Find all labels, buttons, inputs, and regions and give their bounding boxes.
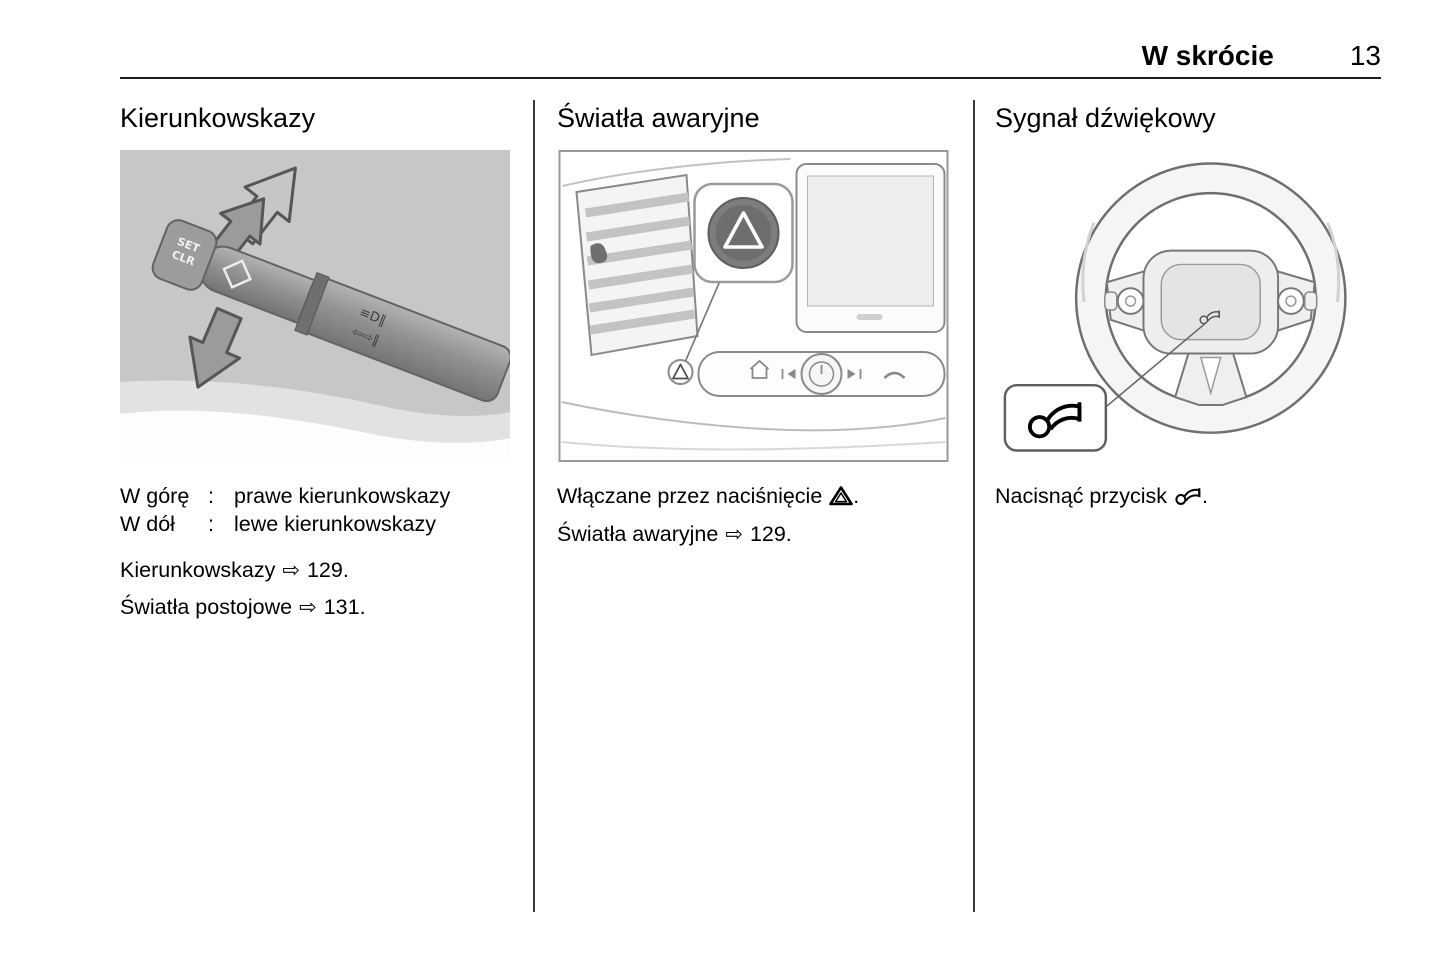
heading-horn: Sygnał dźwiękowy [995,103,1216,133]
horn-icon [1174,482,1202,510]
home-icon [749,359,770,379]
def-term: W dół [120,512,175,536]
callout-pointer-line [1105,323,1206,408]
horn-text: Nacisnąć przycisk. [995,482,1381,510]
column-horn: Sygnał dźwiękowy [995,100,1381,520]
hazard-console-illustration [558,150,949,462]
instruction-period: . [1202,484,1209,508]
hazard-instruction: Włączane przez naciśnięcie. [557,482,950,510]
column-turn-signals: Kierunkowskazy [120,100,510,630]
def-term: W górę [120,484,190,508]
control-button-row [697,351,946,397]
reference-line: Kierunkowskazy ⇨ 129. [120,556,510,585]
airbag-pad [1160,263,1261,341]
reference-lines: Kierunkowskazy ⇨ 129. Światła postojowe ⇨ 13… [120,556,510,622]
ref-page: 131. [323,595,366,619]
arrow-down-icon [188,306,243,389]
rim-shading-right [1326,222,1341,303]
spoke-switch-left [1104,291,1118,311]
def-colon: : [208,512,214,536]
horn-mark-on-pad [1199,310,1220,325]
column-hazard-lights: Światła awaryjne [557,100,950,557]
infotainment-screen [795,163,946,333]
def-colon: : [208,484,214,508]
page-number: 13 [1349,40,1381,71]
ref-label: Światła awaryjne [557,522,719,546]
rim-shading-left [1081,222,1096,303]
prev-track-triangle [787,369,796,379]
hazard-illustration-frame [557,150,950,462]
instruction-period: . [853,484,860,508]
dash-contour-1 [561,401,946,432]
dash-seam [562,158,791,187]
def-desc: prawe kierunkowskazy [234,484,451,508]
diamond-symbol-icon [222,259,253,289]
turn-signal-text: W górę : prawe kierunkowskazy W dół : le… [120,482,510,622]
definition-row: W górę : prawe kierunkowskazy [120,482,510,510]
phone-icon [883,371,906,379]
vent-clip [590,243,608,264]
reference-line: Światła postojowe ⇨ 131. [120,593,510,622]
steering-wheel-illustration [1003,162,1347,452]
hazard-text: Włączane przez naciśnięcie. Światła awar… [557,482,950,549]
air-vent [575,173,699,357]
ref-label: Kierunkowskazy [120,558,276,582]
spoke-bottom-notch [1199,356,1222,396]
page-ref-arrow-icon: ⇨ [282,559,300,582]
turn-signal-illustration-frame: SET CLR ≡D‖ ⇦⇨‖ [120,150,510,462]
ref-page: 129. [306,558,349,582]
horn-illustration-frame [995,150,1381,462]
hazard-triangle-icon [723,211,764,249]
definition-row: W dół : lewe kierunkowskazy [120,510,510,538]
ref-label: Światła postojowe [120,595,293,619]
horn-callout [1003,383,1108,452]
page-ref-arrow-icon: ⇨ [299,596,317,619]
ref-page: 129. [749,522,792,546]
spoke-button-left [1116,287,1145,315]
running-head: W skrócie 13 [1142,40,1381,72]
spoke-button-right [1277,287,1305,315]
dash-contour-white [120,410,510,462]
stalk-ring [294,271,330,336]
page-ref-arrow-icon: ⇨ [725,523,743,546]
horn-icon [1027,402,1082,439]
stalk-end-cap [151,219,218,291]
hazard-button-callout [693,182,794,284]
steering-wheel [1074,162,1347,434]
next-track-triangle [847,369,856,379]
column-divider-2 [973,100,975,912]
spoke-switch-right [1304,291,1318,311]
hazard-button [667,359,694,385]
header-rule [120,77,1381,79]
instruction-text: Nacisnąć przycisk [995,484,1168,508]
turn-signal-stalk-illustration: SET CLR ≡D‖ ⇦⇨‖ [120,150,510,462]
horn-instruction: Nacisnąć przycisk. [995,482,1381,510]
instruction-text: Włączane przez naciśnięcie [557,484,823,508]
section-title: W skrócie [1141,40,1274,71]
def-desc: lewe kierunkowskazy [234,512,436,536]
heading-turn-signals: Kierunkowskazy [120,103,316,133]
column-divider-1 [533,100,535,912]
reference-line: Światła awaryjne ⇨ 129. [557,520,950,549]
hazard-warning-icon [829,482,854,510]
callout-pointer-line [684,281,721,362]
heading-hazard-lights: Światła awaryjne [557,103,760,133]
dash-contour-2 [561,441,946,451]
turn-signal-stalk: SET CLR ≡D‖ ⇦⇨‖ [151,219,510,403]
